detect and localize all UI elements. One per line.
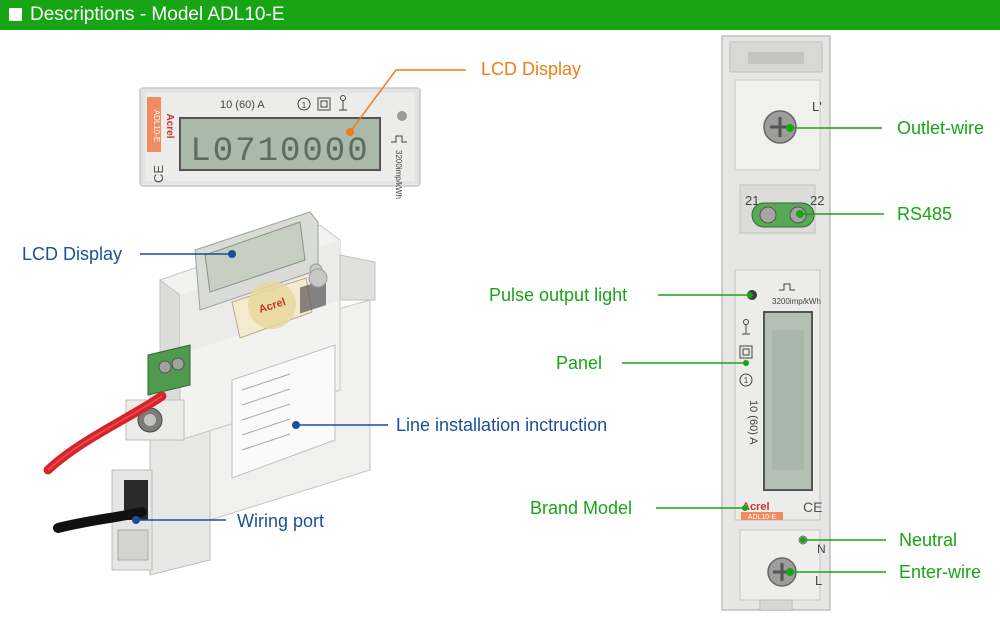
ground-icon	[339, 100, 347, 111]
callout-neutral	[800, 537, 886, 543]
page-title: Descriptions - Model ADL10-E	[30, 4, 285, 25]
side-brand: Acrel	[742, 501, 770, 513]
black-wire	[53, 507, 147, 533]
qr-code	[300, 279, 326, 314]
square-bullet-icon	[9, 8, 22, 21]
lcd-panel-closeup: ADL10-E Acrel CE 10 (60) A 1 L0710000 32…	[139, 87, 421, 199]
diagram-artwork: ADL10-E Acrel CE 10 (60) A 1 L0710000 32…	[43, 35, 886, 611]
model-tag	[147, 97, 161, 152]
side-pulse-rate: 3200imp/kWh	[772, 297, 821, 306]
label-brand-model: Brand Model	[530, 498, 633, 518]
callout-wiring-port	[132, 516, 226, 524]
callout-lcd-left	[140, 250, 236, 258]
callout-line-installation	[292, 421, 388, 429]
side-rating: 10 (60) A	[747, 400, 759, 445]
panel-marking-1: 1	[302, 101, 307, 110]
double-insulation-icon	[317, 97, 331, 111]
label-panel: Panel	[556, 353, 603, 373]
pulse-led-icon	[397, 111, 407, 121]
callout-rs485	[796, 210, 884, 218]
lcd-digits: L0710000	[190, 133, 369, 171]
label-line-installation: Line installation inctruction	[396, 415, 608, 435]
label-lcd-display-left: LCD Display	[22, 244, 123, 264]
panel-pulse-rate: 3200imp/kWh	[394, 150, 403, 199]
label-rs485: RS485	[897, 204, 953, 224]
label-enter-wire: Enter-wire	[899, 562, 982, 582]
panel-ce-mark: CE	[151, 165, 166, 183]
lcd-screen	[179, 117, 381, 171]
side-marking-1: 1	[744, 376, 749, 385]
side-ce-mark: CE	[803, 499, 822, 515]
panel-rating: 10 (60) A	[220, 99, 265, 111]
terminal-n-label: N	[817, 542, 826, 556]
callout-pulse-light	[658, 292, 753, 298]
pulse-symbol-icon	[391, 135, 407, 143]
rs485-right-label: 22	[810, 193, 824, 208]
label-wiring-port: Wiring port	[237, 511, 325, 531]
label-lcd-display-top: LCD Display	[481, 59, 582, 79]
header-bar: Descriptions - Model ADL10-E	[0, 0, 1000, 30]
class-one-icon	[297, 97, 311, 111]
side-model: ADL10-E	[748, 514, 777, 521]
terminal-bottom-label: L	[815, 573, 822, 588]
angled-meter-view: Acrel	[43, 211, 376, 576]
callout-outlet-wire	[786, 124, 882, 132]
callout-enter-wire	[786, 568, 886, 576]
callout-brand-model	[656, 505, 748, 511]
front-meter-view: L' 21 22 3200imp/kWh 1 10 (60) A Acrel A…	[721, 35, 831, 611]
callout-panel	[622, 360, 749, 366]
callout-lcd-top	[346, 69, 466, 136]
terminal-top-label: L'	[812, 99, 822, 114]
rs485-left-label: 21	[745, 193, 759, 208]
label-pulse-output-light: Pulse output light	[489, 285, 628, 305]
panel-brand-text: Acrel	[164, 113, 175, 138]
label-neutral: Neutral	[899, 530, 958, 550]
label-outlet-wire: Outlet-wire	[897, 118, 985, 138]
panel-model-text: ADL10-E	[152, 110, 161, 142]
